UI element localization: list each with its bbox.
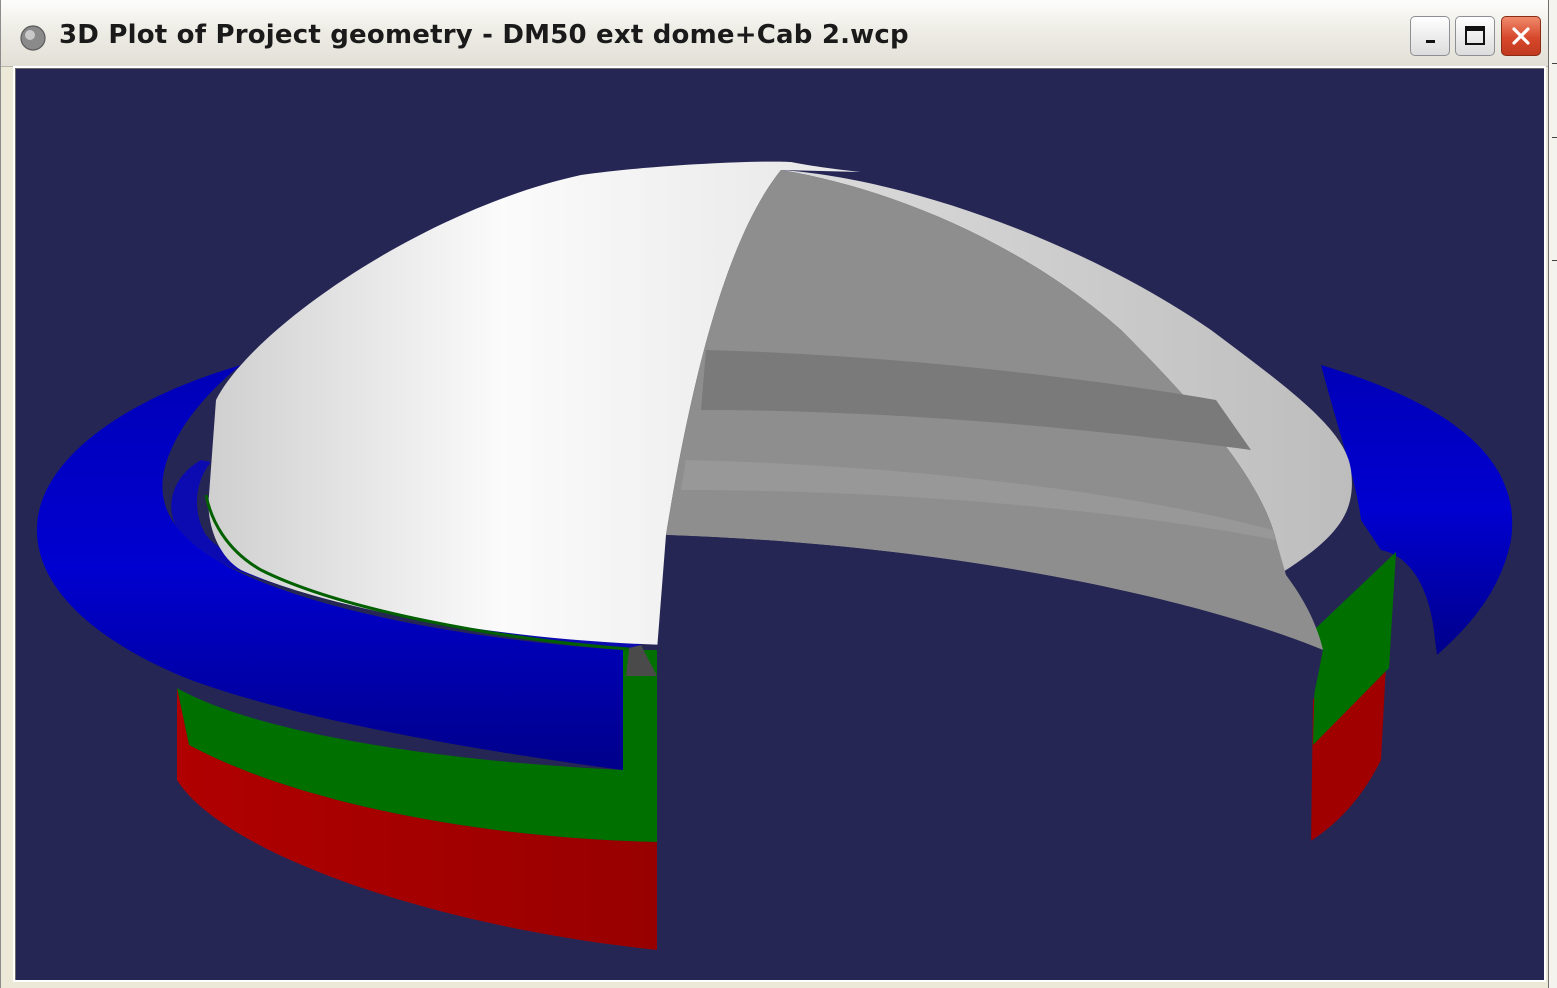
title-bar[interactable]: 3D Plot of Project geometry - DM50 ext d… (1, 0, 1548, 67)
band-left-green (177, 650, 657, 842)
close-icon (1512, 27, 1530, 45)
dome-right-rim (781, 170, 1352, 572)
maximize-icon (1465, 26, 1485, 45)
3d-viewport[interactable] (13, 66, 1546, 982)
maximize-button[interactable] (1455, 16, 1495, 56)
dome-outer-surface (208, 161, 862, 645)
torus-left-segment (36, 365, 624, 770)
dome-cutaway-render (36, 161, 1513, 950)
cutaway-void (657, 535, 1323, 950)
torus-right-segment (1321, 365, 1513, 655)
minimize-icon (1426, 40, 1435, 43)
app-icon[interactable] (19, 24, 47, 52)
close-button[interactable] (1501, 16, 1541, 56)
minimize-button[interactable] (1410, 16, 1450, 56)
window-title: 3D Plot of Project geometry - DM50 ext d… (59, 20, 909, 50)
band-right-green (1313, 552, 1396, 745)
band-left-red (177, 688, 657, 950)
desktop-edge (1549, 0, 1557, 988)
